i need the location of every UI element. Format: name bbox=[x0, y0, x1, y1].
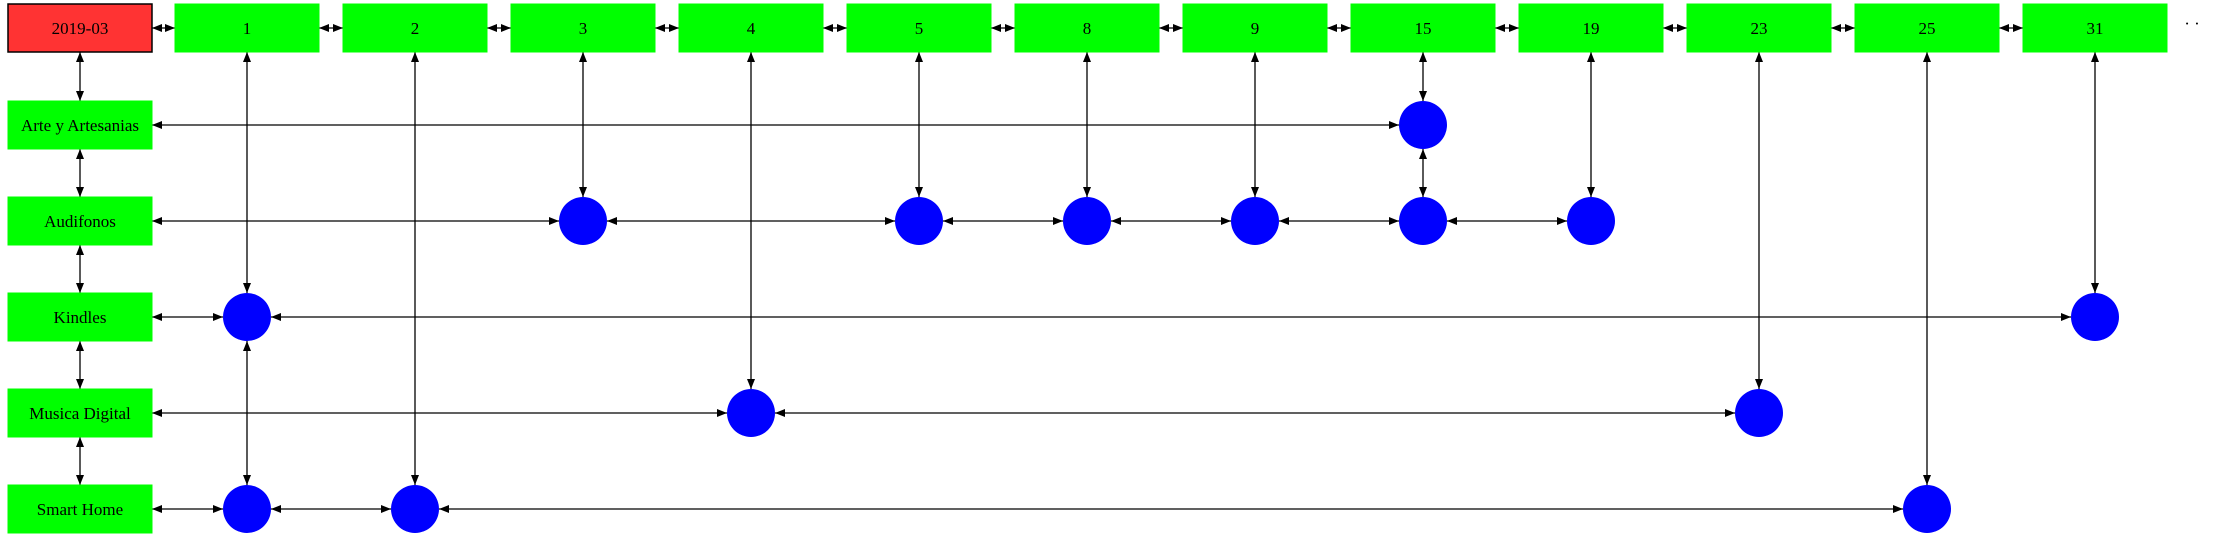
day-box-5-shape bbox=[846, 3, 992, 53]
day-box-15: 15 bbox=[1350, 3, 1496, 53]
trailing-marker: · · bbox=[2184, 14, 2200, 33]
month-box-label: 2019-03 bbox=[52, 19, 109, 38]
month-box-shape bbox=[7, 3, 153, 53]
category-box-arte-y-artesanias-shape bbox=[7, 100, 153, 150]
node-kindles-31 bbox=[2071, 293, 2119, 341]
day-box-4-shape bbox=[678, 3, 824, 53]
day-box-23: 23 bbox=[1686, 3, 1832, 53]
day-box-8-shape bbox=[1014, 3, 1160, 53]
category-box-audifonos-shape bbox=[7, 196, 153, 246]
category-box-smart-home-label: Smart Home bbox=[37, 500, 123, 519]
category-box-arte-y-artesanias: Arte y Artesanias bbox=[7, 100, 153, 150]
day-box-9: 9 bbox=[1182, 3, 1328, 53]
day-box-8: 8 bbox=[1014, 3, 1160, 53]
category-box-kindles-shape bbox=[7, 292, 153, 342]
edges-layer bbox=[76, 24, 2099, 513]
node-kindles-1 bbox=[223, 293, 271, 341]
day-box-5: 5 bbox=[846, 3, 992, 53]
day-box-15-shape bbox=[1350, 3, 1496, 53]
day-box-31: 31 bbox=[2022, 3, 2168, 53]
day-box-31-label: 31 bbox=[2087, 19, 2104, 38]
node-audifonos-8 bbox=[1063, 197, 1111, 245]
category-box-musica-digital-label: Musica Digital bbox=[29, 404, 131, 423]
category-box-kindles-label: Kindles bbox=[54, 308, 107, 327]
node-audifonos-9 bbox=[1231, 197, 1279, 245]
day-box-25-shape bbox=[1854, 3, 2000, 53]
node-audifonos-5 bbox=[895, 197, 943, 245]
node-smart-home-1 bbox=[223, 485, 271, 533]
day-box-1-shape bbox=[174, 3, 320, 53]
category-box-audifonos: Audifonos bbox=[7, 196, 153, 246]
category-box-smart-home-shape bbox=[7, 484, 153, 534]
day-box-4-label: 4 bbox=[747, 19, 756, 38]
node-audifonos-15 bbox=[1399, 197, 1447, 245]
day-box-19: 19 bbox=[1518, 3, 1664, 53]
day-box-25: 25 bbox=[1854, 3, 2000, 53]
day-box-1-label: 1 bbox=[243, 19, 252, 38]
day-box-2-shape bbox=[342, 3, 488, 53]
day-box-25-label: 25 bbox=[1919, 19, 1936, 38]
nodes-layer bbox=[223, 101, 2119, 533]
category-box-audifonos-label: Audifonos bbox=[44, 212, 116, 231]
day-box-3-shape bbox=[510, 3, 656, 53]
month-box: 2019-03 bbox=[7, 3, 153, 53]
day-box-3: 3 bbox=[510, 3, 656, 53]
node-arte-y-artesanias-15 bbox=[1399, 101, 1447, 149]
day-box-9-label: 9 bbox=[1251, 19, 1260, 38]
node-audifonos-3 bbox=[559, 197, 607, 245]
category-box-musica-digital-shape bbox=[7, 388, 153, 438]
day-box-15-label: 15 bbox=[1415, 19, 1432, 38]
category-box-arte-y-artesanias-label: Arte y Artesanias bbox=[21, 116, 139, 135]
day-box-3-label: 3 bbox=[579, 19, 588, 38]
node-musica-digital-23 bbox=[1735, 389, 1783, 437]
day-box-1: 1 bbox=[174, 3, 320, 53]
day-box-5-label: 5 bbox=[915, 19, 924, 38]
day-box-19-shape bbox=[1518, 3, 1664, 53]
day-box-4: 4 bbox=[678, 3, 824, 53]
day-box-8-label: 8 bbox=[1083, 19, 1092, 38]
day-box-23-label: 23 bbox=[1751, 19, 1768, 38]
category-box-musica-digital: Musica Digital bbox=[7, 388, 153, 438]
day-box-19-label: 19 bbox=[1583, 19, 1600, 38]
day-box-2-label: 2 bbox=[411, 19, 420, 38]
day-box-23-shape bbox=[1686, 3, 1832, 53]
node-audifonos-19 bbox=[1567, 197, 1615, 245]
category-box-smart-home: Smart Home bbox=[7, 484, 153, 534]
category-box-kindles: Kindles bbox=[7, 292, 153, 342]
day-box-2: 2 bbox=[342, 3, 488, 53]
day-box-9-shape bbox=[1182, 3, 1328, 53]
node-musica-digital-4 bbox=[727, 389, 775, 437]
node-smart-home-25 bbox=[1903, 485, 1951, 533]
day-box-31-shape bbox=[2022, 3, 2168, 53]
node-smart-home-2 bbox=[391, 485, 439, 533]
